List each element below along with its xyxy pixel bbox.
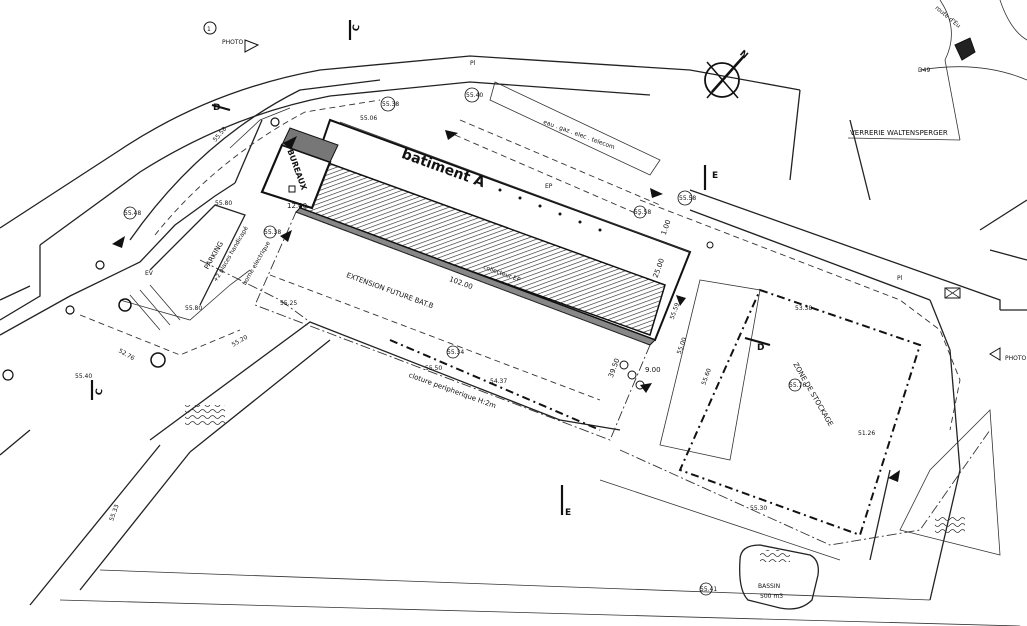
elevation: 55.06	[360, 115, 377, 122]
elevation: 55.20	[231, 334, 250, 349]
pl-label-right: Pl	[897, 275, 903, 282]
d49-label: D49	[918, 67, 930, 74]
location-inset: route d'Eu D49 VERRERIE WALTENSPERGER	[847, 0, 1027, 141]
elevations: 55.38 55.40 55.58 55.58 55.38 55.48 55.3…	[75, 87, 875, 596]
elevation: 55.80	[185, 305, 202, 312]
elevation: 55.25	[280, 300, 297, 307]
north-arrow: N	[704, 49, 750, 99]
elevation: 51.26	[858, 430, 875, 437]
elevation: 52.76	[117, 348, 136, 363]
dim-side: 1.00	[660, 219, 673, 236]
photo-label-right: PHOTO	[1005, 355, 1027, 362]
right-roads	[599, 199, 1001, 561]
photo-markers: 1 PHOTO PHOTO	[203, 21, 1027, 362]
elevation: 55.34	[447, 349, 464, 356]
section-d-right: D	[757, 343, 764, 353]
section-e-top: E	[712, 171, 718, 181]
basin-label: BASSIN	[758, 583, 780, 590]
elevation: 55.58	[634, 209, 651, 216]
elevation: 55.38	[264, 229, 281, 236]
section-d-left: D	[213, 103, 220, 113]
trees	[2, 117, 280, 381]
building-a	[295, 118, 692, 346]
basin-volume-label: 500 m3	[760, 593, 783, 600]
elevation: 55.60	[700, 367, 713, 386]
networks-label: eau . gaz . elec . telecom	[542, 119, 616, 151]
elevation: 55.50	[425, 365, 442, 372]
features	[498, 188, 961, 390]
storage-label: ZONE DE STOCKAGE	[791, 361, 834, 428]
roads	[0, 55, 1027, 626]
elevation: 55.40	[466, 92, 483, 99]
wave-patch	[935, 515, 965, 533]
elevation: 55.30	[750, 505, 767, 512]
photo-label-top: PHOTO	[222, 39, 244, 46]
storage-zone	[659, 279, 922, 537]
elevation: 55.48	[124, 210, 141, 217]
elevation: 55.38	[382, 101, 399, 108]
elevation: 54.37	[490, 378, 507, 385]
borne-label: borne electrique	[241, 240, 272, 287]
ep-label: EP	[545, 183, 553, 190]
photo-number: 1	[207, 26, 211, 33]
elevation: 53.38	[795, 305, 812, 312]
access-arrows	[112, 130, 900, 482]
extension-label: EXTENSION FUTURE BAT.B	[345, 271, 434, 310]
section-c-top: C	[352, 24, 363, 33]
pl-label-top: Pl	[470, 60, 476, 67]
access-drive	[129, 79, 381, 241]
elevation: 55.76	[789, 382, 806, 389]
elevation: 55.00	[676, 336, 689, 355]
parking	[79, 204, 251, 356]
ev-label: EV	[145, 270, 154, 277]
section-c-bottom: C	[95, 388, 106, 397]
verrerie-label: VERRERIE WALTENSPERGER	[850, 129, 948, 137]
dim-setback: 9.00	[645, 366, 661, 374]
basin	[739, 544, 819, 610]
section-e-bottom: E	[565, 508, 571, 518]
wave-patch	[185, 405, 225, 425]
fence	[199, 259, 601, 431]
main-labels: batiment A BUREAUX EXTENSION FUTURE BAT.…	[145, 60, 903, 600]
elevation: 55.41	[700, 586, 717, 593]
extension-future	[254, 211, 651, 441]
north-label: N	[737, 49, 749, 62]
dim-offices: 12.00	[287, 202, 307, 210]
elevation: 55.40	[75, 373, 92, 380]
elevation: 55.58	[679, 195, 696, 202]
offices	[260, 127, 339, 210]
elevation: 55.58	[212, 126, 229, 144]
network-strip	[454, 81, 661, 216]
elevation: 55.80	[215, 200, 232, 207]
dim-depth: 39.50	[607, 357, 621, 379]
route-label: route d'Eu	[934, 4, 962, 29]
elevation: 55.59	[669, 302, 682, 321]
section-markers: C D E D C E	[90, 20, 771, 518]
